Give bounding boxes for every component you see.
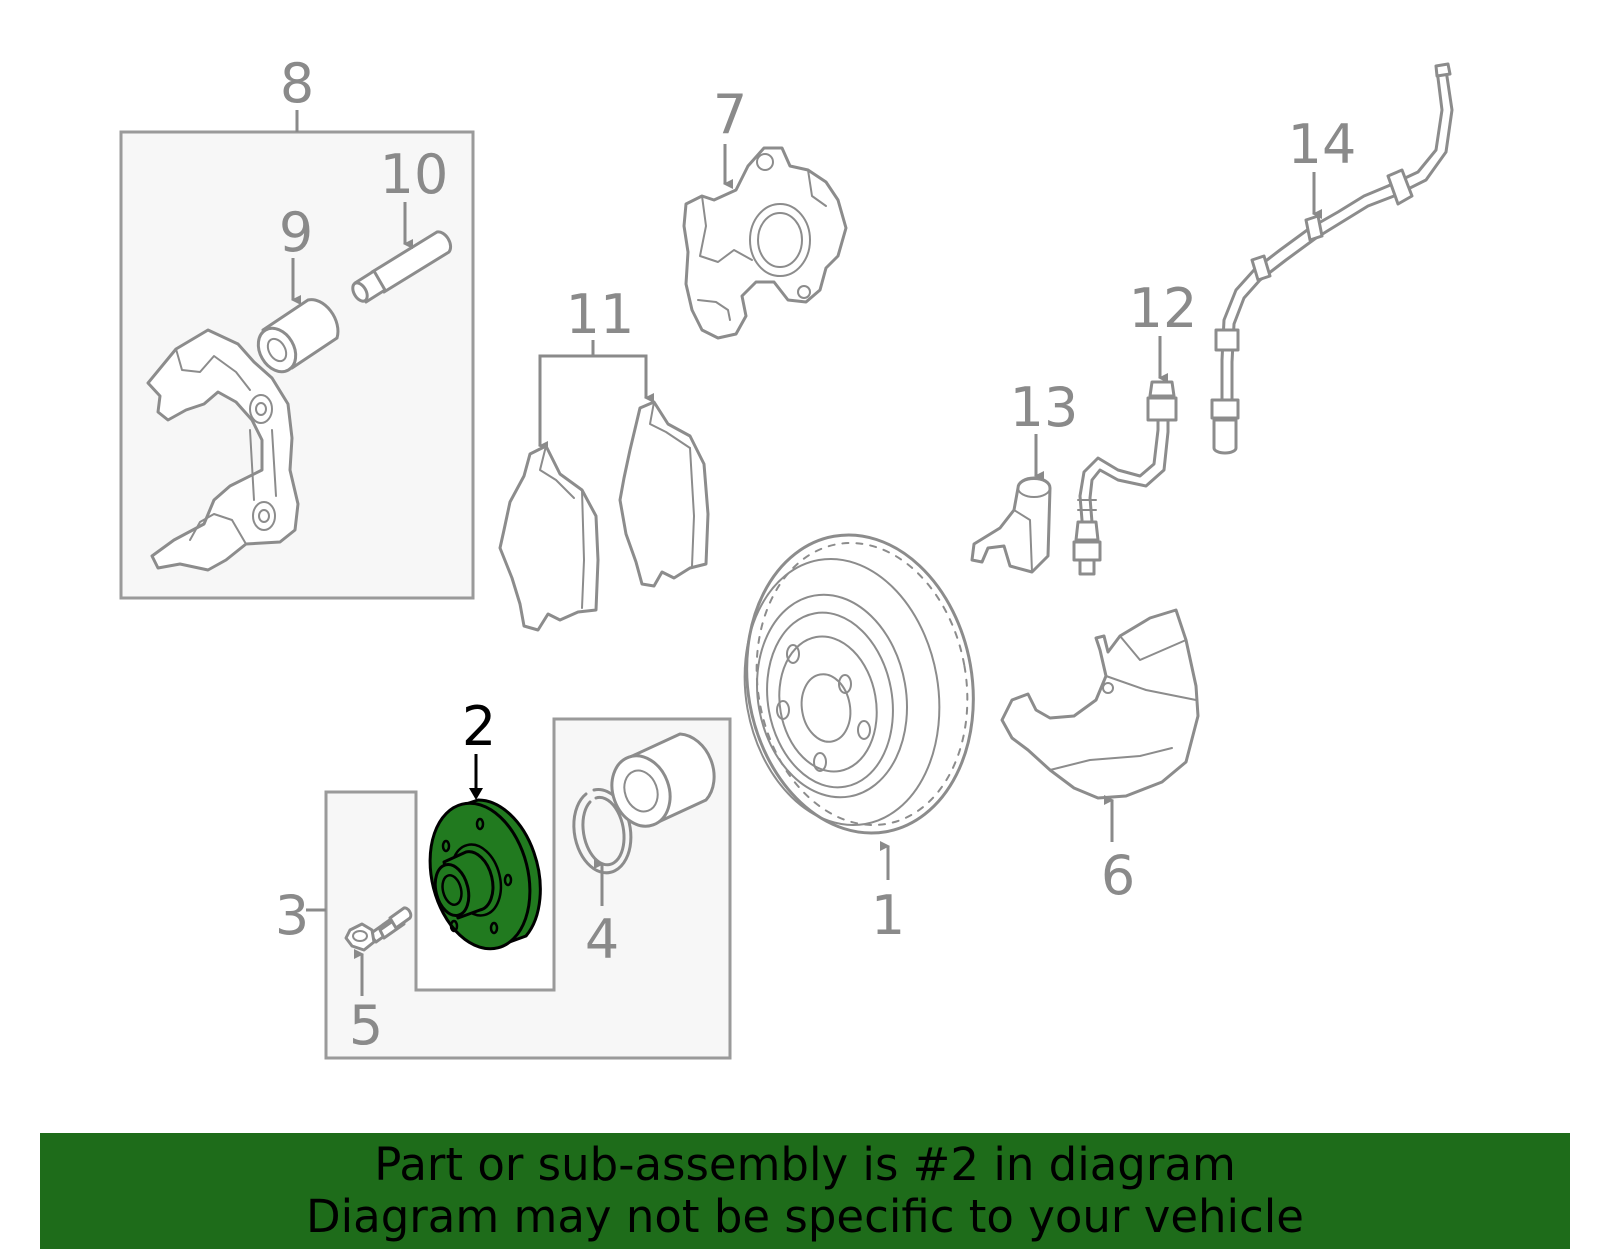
label-3[interactable]: 3 bbox=[275, 884, 309, 947]
part-13-sensor[interactable] bbox=[970, 476, 1052, 574]
part-2-wheel-hub[interactable] bbox=[416, 793, 545, 960]
label-14[interactable]: 14 bbox=[1288, 113, 1357, 176]
label-6[interactable]: 6 bbox=[1101, 844, 1135, 907]
part-bearing[interactable] bbox=[602, 732, 716, 834]
label-13[interactable]: 13 bbox=[1010, 376, 1079, 439]
label-7[interactable]: 7 bbox=[713, 83, 747, 146]
label-2[interactable]: 2 bbox=[462, 695, 496, 758]
label-12[interactable]: 12 bbox=[1129, 277, 1198, 340]
part-5-bolt[interactable] bbox=[344, 906, 413, 952]
part-10-guide-pin[interactable] bbox=[350, 230, 453, 304]
part-12-brake-hose[interactable] bbox=[1072, 380, 1178, 576]
label-10[interactable]: 10 bbox=[380, 143, 449, 206]
label-1[interactable]: 1 bbox=[871, 884, 905, 947]
label-5[interactable]: 5 bbox=[349, 994, 383, 1057]
banner-line-1: Part or sub-assembly is #2 in diagram bbox=[374, 1138, 1236, 1191]
part-1-brake-rotor[interactable] bbox=[724, 517, 997, 851]
part-14-speed-sensor-wire[interactable] bbox=[1210, 62, 1454, 455]
banner-line-2: Diagram may not be specific to your vehi… bbox=[306, 1190, 1304, 1243]
part-6-splash-shield[interactable] bbox=[1000, 608, 1200, 800]
label-9[interactable]: 9 bbox=[279, 201, 313, 264]
part-11-brake-pad-right[interactable] bbox=[618, 400, 710, 588]
info-banner: Part or sub-assembly is #2 in diagram Di… bbox=[40, 1133, 1570, 1249]
part-8-caliper-bracket[interactable] bbox=[146, 328, 300, 572]
label-11[interactable]: 11 bbox=[566, 283, 635, 346]
label-4[interactable]: 4 bbox=[585, 908, 619, 971]
label-8[interactable]: 8 bbox=[280, 52, 314, 115]
part-7-caliper[interactable] bbox=[682, 146, 848, 340]
part-11-brake-pad-left[interactable] bbox=[498, 444, 600, 632]
part-9-bushing[interactable] bbox=[251, 298, 340, 379]
